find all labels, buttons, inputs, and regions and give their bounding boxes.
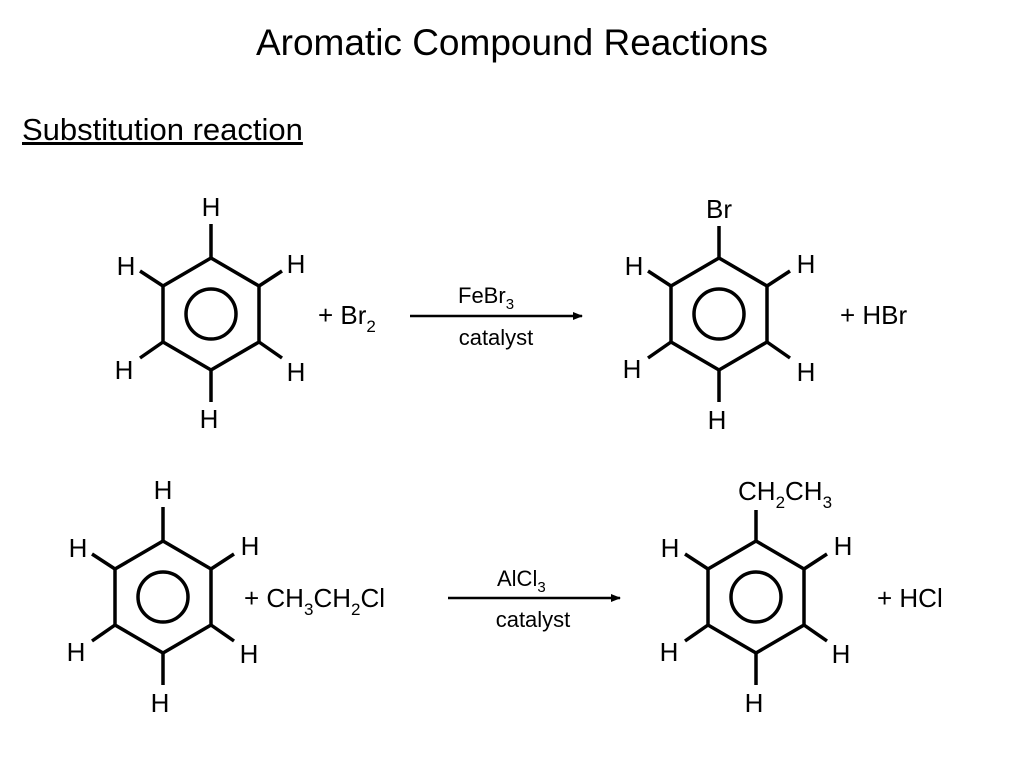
section-heading: Substitution reaction [22, 112, 303, 147]
atom-label-h: H [202, 192, 221, 222]
bond-upper-left [91, 552, 116, 571]
aromatic-circle [729, 570, 783, 624]
reagent-bromine: + Br2 [318, 300, 376, 336]
reagent-chloroethane: + CH3CH2Cl [244, 583, 385, 619]
ethylbenzene-product: CH2CH3 H H H H H [660, 476, 853, 718]
atom-label-h: H [625, 251, 644, 281]
bond-lower-left [647, 340, 672, 360]
catalyst-label: catalyst [459, 325, 534, 350]
atom-label-h: H [67, 637, 86, 667]
atom-label-h: H [241, 531, 260, 561]
page-title: Aromatic Compound Reactions [255, 22, 769, 63]
atom-label-h: H [151, 688, 170, 718]
benzene-reactant-2: H H H H H H [67, 475, 260, 718]
bond-lower-right [766, 340, 791, 360]
bond-upper-right [766, 269, 791, 288]
bond-lower-right [803, 623, 828, 643]
bond-lower-left [139, 340, 164, 360]
atom-label-h: H [240, 639, 259, 669]
aromatic-circle [184, 287, 238, 341]
bond-upper-left [139, 269, 164, 288]
atom-label-br: Br [706, 194, 732, 224]
bond-lower-left [91, 623, 116, 643]
atom-label-h: H [154, 475, 173, 505]
byproduct-hbr: + HBr [840, 300, 908, 330]
atom-label-h: H [832, 639, 851, 669]
bond-upper-right [803, 552, 828, 571]
catalyst-formula: FeBr3 [458, 283, 514, 313]
byproduct-hcl: + HCl [877, 583, 943, 613]
bond-lower-left [684, 623, 709, 643]
bromobenzene-product: Br H H H H H [623, 194, 816, 435]
atom-label-h: H [797, 249, 816, 279]
ethyl-group-label: CH2CH3 [738, 476, 832, 512]
atom-label-h: H [69, 533, 88, 563]
bond-lower-right [210, 623, 235, 643]
benzene-ring [706, 538, 806, 656]
bond-upper-right [210, 552, 235, 571]
benzene-ring [161, 255, 261, 373]
atom-label-h: H [115, 355, 134, 385]
benzene-ring [113, 538, 213, 656]
atom-label-h: H [287, 249, 306, 279]
aromatic-circle [692, 287, 746, 341]
bond-upper-right [258, 269, 283, 288]
atom-label-h: H [660, 637, 679, 667]
atom-label-h: H [287, 357, 306, 387]
catalyst-formula: AlCl3 [497, 566, 546, 596]
atom-label-h: H [834, 531, 853, 561]
aromatic-circle [136, 570, 190, 624]
atom-label-h: H [117, 251, 136, 281]
atom-label-h: H [661, 533, 680, 563]
benzene-reactant-1: H H H H H H [115, 192, 306, 434]
atom-label-h: H [623, 354, 642, 384]
atom-label-h: H [708, 405, 727, 435]
bond-upper-left [684, 552, 709, 571]
catalyst-label: catalyst [496, 607, 571, 632]
atom-label-h: H [745, 688, 764, 718]
benzene-ring [669, 255, 769, 373]
atom-label-h: H [797, 357, 816, 387]
bond-lower-right [258, 340, 283, 360]
atom-label-h: H [200, 404, 219, 434]
bond-upper-left [647, 269, 672, 288]
